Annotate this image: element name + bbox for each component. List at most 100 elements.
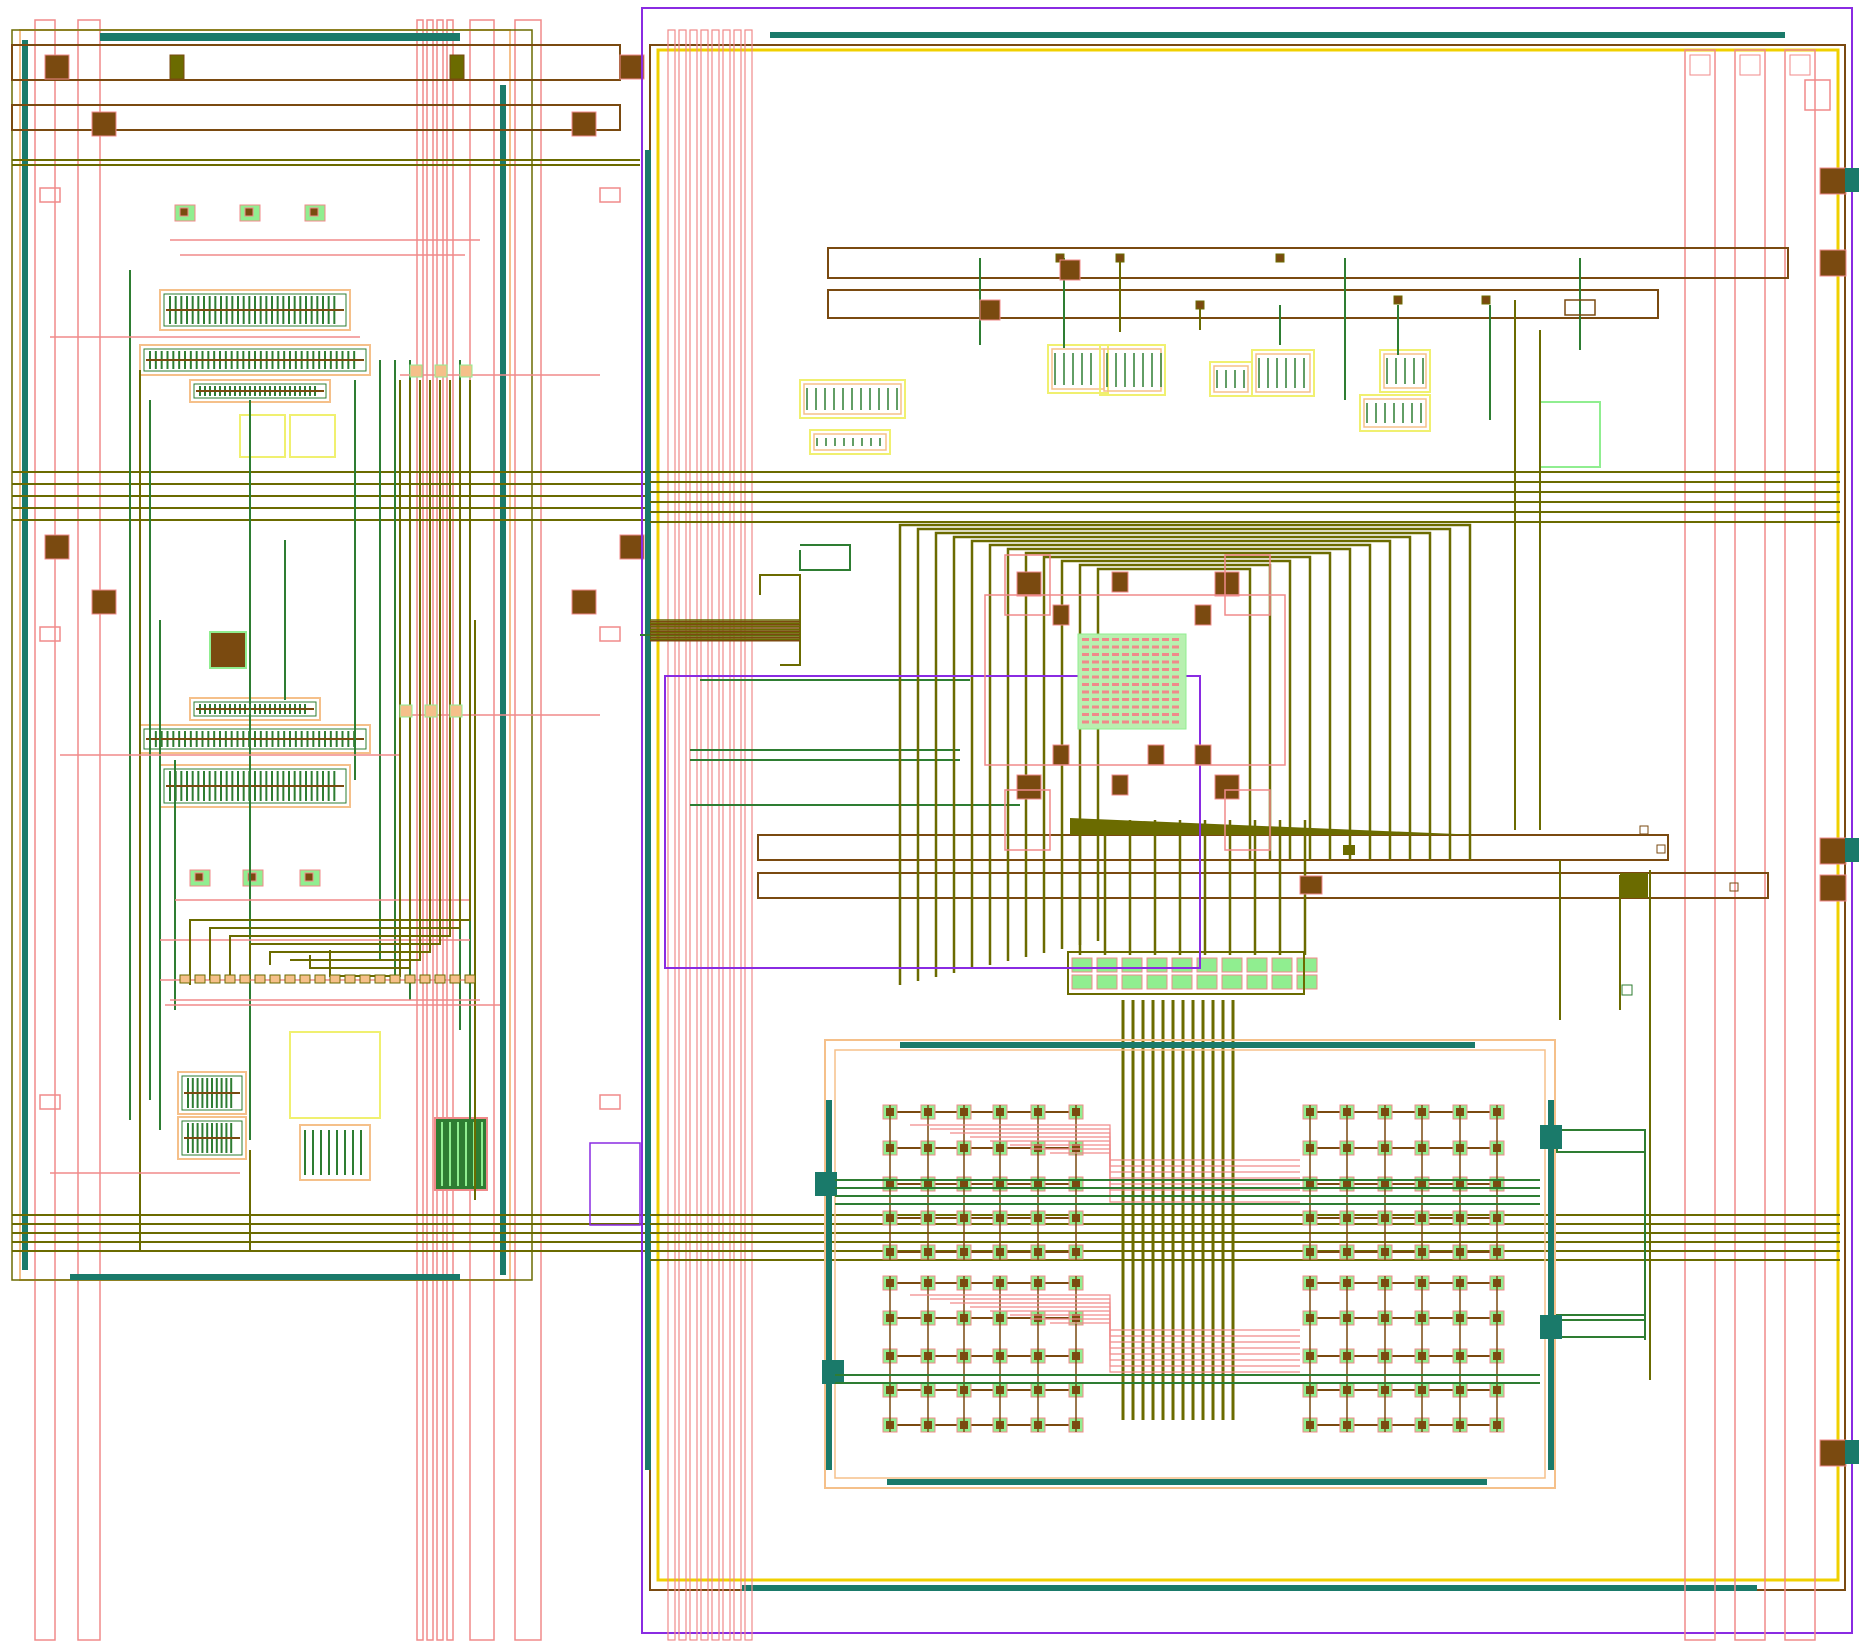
io-contact	[389, 974, 401, 984]
left-connector	[589, 1142, 641, 1226]
right-strip	[1684, 49, 1716, 1641]
stack-e-body	[143, 728, 367, 750]
array-inner	[834, 1049, 1546, 1479]
cell-g-outline	[1379, 349, 1431, 393]
fanout-wire	[970, 539, 1392, 969]
via-marker	[1656, 844, 1666, 854]
logic-gate	[1132, 653, 1139, 656]
logic-gate	[1142, 720, 1149, 724]
logic-gate	[1122, 675, 1129, 679]
fanout-wire	[898, 523, 1472, 985]
chip-boundary	[641, 7, 1853, 1634]
logic-gate	[1152, 653, 1159, 656]
logic-gate	[1112, 660, 1119, 664]
bus-end	[1564, 299, 1596, 316]
array-via	[1621, 984, 1633, 996]
bottom-rail	[742, 1585, 1757, 1591]
right-marker	[1689, 54, 1711, 76]
logic-gate	[1112, 705, 1119, 709]
logic-gate	[1132, 683, 1139, 686]
logic-gate	[1132, 713, 1139, 716]
array-rail-left	[826, 1100, 832, 1470]
array-rail-top	[900, 1042, 1475, 1048]
logic-gate	[1162, 638, 1169, 641]
left-analog-column	[11, 19, 645, 1641]
io-contact	[254, 974, 266, 984]
logic-gate	[1082, 690, 1089, 694]
logic-gate	[1102, 720, 1109, 724]
power-rail-bottom	[70, 1274, 460, 1280]
io-pad	[1819, 874, 1847, 902]
center-contact	[1194, 604, 1212, 626]
pad	[91, 111, 117, 137]
logic-gate	[1092, 675, 1099, 679]
logic-gate	[1152, 720, 1159, 724]
routing-wire	[759, 574, 801, 666]
buffer-cell	[1196, 957, 1218, 973]
pad-marker	[39, 187, 61, 203]
top-rail	[770, 32, 1785, 38]
array-interconnect	[1050, 1322, 1300, 1373]
logic-gate	[1142, 683, 1149, 686]
poly-strip	[678, 29, 687, 1641]
logic-gate	[1102, 713, 1109, 716]
pad	[44, 54, 70, 80]
logic-gate	[1102, 638, 1109, 641]
logic-gate	[1172, 660, 1179, 664]
logic-gate	[1122, 660, 1129, 664]
buffer-cell	[1096, 957, 1118, 973]
logic-gate	[1172, 720, 1179, 724]
pad-small	[449, 54, 465, 80]
logic-gate	[1162, 645, 1169, 649]
cell-g-well	[1383, 353, 1427, 389]
center-ring	[1004, 789, 1051, 851]
buffer-cell	[1271, 957, 1293, 973]
stack-c-well	[189, 379, 331, 403]
cell-c-well	[1051, 348, 1105, 390]
routing-wire	[229, 380, 451, 975]
array-outline	[824, 1039, 1556, 1489]
rail-contact	[399, 704, 413, 718]
contact	[244, 207, 254, 217]
poly-strip	[436, 19, 444, 1641]
center-contact	[1111, 774, 1129, 796]
pad	[44, 534, 70, 560]
logic-gate	[1162, 690, 1169, 694]
routing-wire	[290, 380, 421, 961]
logic-gate	[1122, 645, 1129, 649]
poly-strip	[722, 29, 731, 1641]
cell-a-outline	[799, 379, 906, 419]
device-g-well	[177, 1071, 247, 1115]
bus-box	[827, 289, 1659, 319]
io-contact	[359, 974, 371, 984]
via-marker	[1639, 825, 1649, 835]
io-pad-rail	[1845, 838, 1859, 862]
logic-gate	[1172, 690, 1179, 694]
left-block-frame	[11, 29, 533, 1281]
logic-gate	[1132, 645, 1139, 649]
logic-gate	[1122, 698, 1129, 701]
contact	[309, 207, 319, 217]
cell-f-outline	[1251, 349, 1315, 397]
stack-f-body	[163, 768, 347, 804]
buffer-row	[1067, 951, 1305, 995]
device-i	[289, 1031, 381, 1119]
logic-gate	[1172, 683, 1179, 686]
logic-gate	[1082, 653, 1089, 656]
stack-d-body	[193, 701, 317, 717]
cell-c-outline	[1047, 344, 1109, 394]
array-rail-right	[1548, 1100, 1554, 1470]
left-rail	[645, 150, 651, 1470]
poly-strip	[469, 19, 495, 1641]
logic-gate	[1092, 645, 1099, 649]
sub-boundary	[664, 675, 1201, 969]
logic-gate	[1152, 690, 1159, 694]
logic-gate	[1162, 675, 1169, 679]
poly-strip	[34, 19, 56, 1641]
array-interconnect	[1050, 1152, 1300, 1203]
center-pad	[1214, 571, 1240, 597]
array-rail-bottom	[887, 1479, 1487, 1485]
array-driver	[1556, 1129, 1646, 1153]
fanout-wire	[1078, 563, 1272, 945]
